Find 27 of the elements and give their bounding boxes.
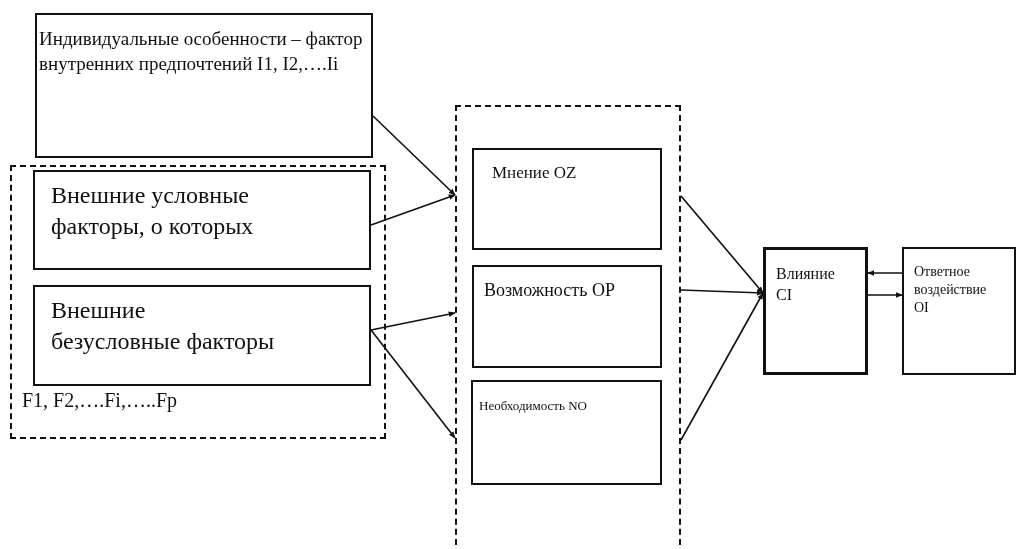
arrow [680,289,764,296]
box-label: Возможность OP [484,279,616,302]
text-box [902,247,1016,375]
arrow [680,195,764,294]
dashed-group-box [10,165,386,439]
arrow [370,329,456,439]
box-label: Необходимость NO [479,398,588,415]
arrow [867,270,903,276]
text-box [472,148,662,250]
box-label: Влияние CI [776,264,835,305]
text-box [35,13,373,158]
text-box [471,380,662,485]
arrow [372,115,456,196]
group-label: F1, F2,….Fi,…..Fp [22,388,178,413]
text-box [33,170,371,270]
arrow [680,292,764,441]
arrow [867,292,903,298]
text-box [763,247,868,375]
arrow [370,311,456,331]
box-label: Индивидуальные особенности – фактор внутренних предпочтений I1, I2,….Ii [39,27,364,76]
text-box [33,285,371,386]
box-label: Мнение OZ [492,162,578,184]
box-label: Ответное воздействие OI [914,263,988,318]
arrow [370,194,456,226]
box-label: Внешние условные факторы, о которых [51,181,255,242]
text-box [472,265,662,368]
box-label: Внешние безусловные факторы [51,296,276,357]
